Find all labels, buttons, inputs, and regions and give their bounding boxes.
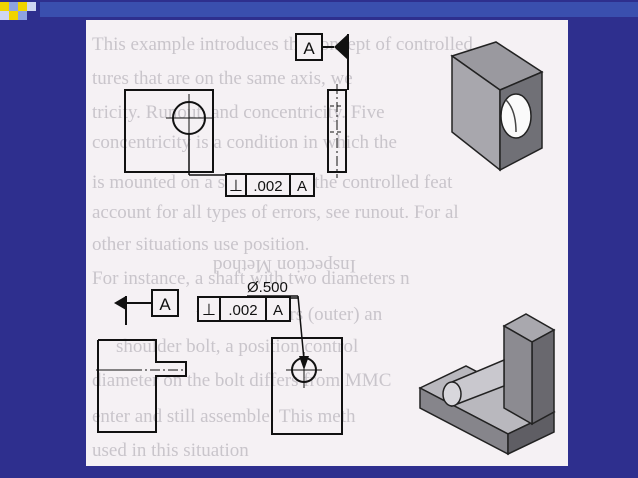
bg-line: shoulder bolt, a position control [116, 336, 358, 357]
datum-feature-symbol-lower: A [114, 289, 179, 325]
bg-line: tures that are on the same axis, we [92, 68, 353, 89]
gdt-diagram-image: This example introduces the concept of c… [86, 20, 568, 466]
feature-control-frame-upper: ⊥ .002 A [188, 134, 315, 197]
decor-square [18, 2, 27, 11]
bg-line: concentricity is a condition in which th… [92, 132, 397, 153]
datum-feature-symbol-upper: A [295, 33, 349, 90]
bg-line: enter and still assemble. This meth [92, 406, 356, 427]
bg-line: other situations use position. [92, 234, 309, 255]
lower-side-view [96, 339, 187, 433]
tolerance-value: .002 [228, 302, 257, 319]
bg-line: tricity. Runout, and concentricity. Five [92, 102, 385, 123]
datum-letter: A [303, 39, 315, 58]
bleed-through-text: This example introduces the concept of c… [92, 34, 473, 461]
bg-line: used in this situation [92, 440, 249, 461]
perpendicularity-symbol: ⊥ [229, 178, 243, 195]
bg-line: diameter on the bolt differs from MMC [92, 370, 391, 391]
bg-line: This example introduces the concept of c… [92, 34, 473, 55]
isometric-plate [450, 41, 544, 172]
lower-front-view [271, 337, 343, 435]
decor-square [0, 2, 9, 11]
decor-square [18, 11, 27, 20]
datum-letter: A [159, 295, 171, 314]
bg-line: account for all types of errors, see run… [92, 202, 459, 223]
title-bar-strip [40, 2, 638, 17]
datum-reference: A [273, 302, 283, 319]
bg-line: For instance, a shaft with two diameters… [92, 268, 410, 289]
decor-square [9, 11, 18, 20]
mirrored-caption: Inspection Method [212, 255, 356, 276]
isometric-bracket [418, 313, 556, 456]
tolerance-value: .002 [253, 178, 282, 195]
datum-reference: A [297, 178, 307, 195]
decor-square [0, 11, 9, 20]
slide-title-bar [0, 0, 638, 20]
decor-square [27, 2, 36, 11]
diameter-label: Ø.500 [247, 279, 288, 296]
feature-control-frame-lower: ⊥ .002 A [197, 296, 298, 322]
gdt-diagram: This example introduces the concept of c… [92, 33, 556, 461]
upper-side-view [327, 84, 347, 178]
decor-square [9, 2, 18, 11]
perpendicularity-symbol: ⊥ [202, 302, 216, 319]
diameter-callout: Ø.500 [247, 279, 309, 370]
